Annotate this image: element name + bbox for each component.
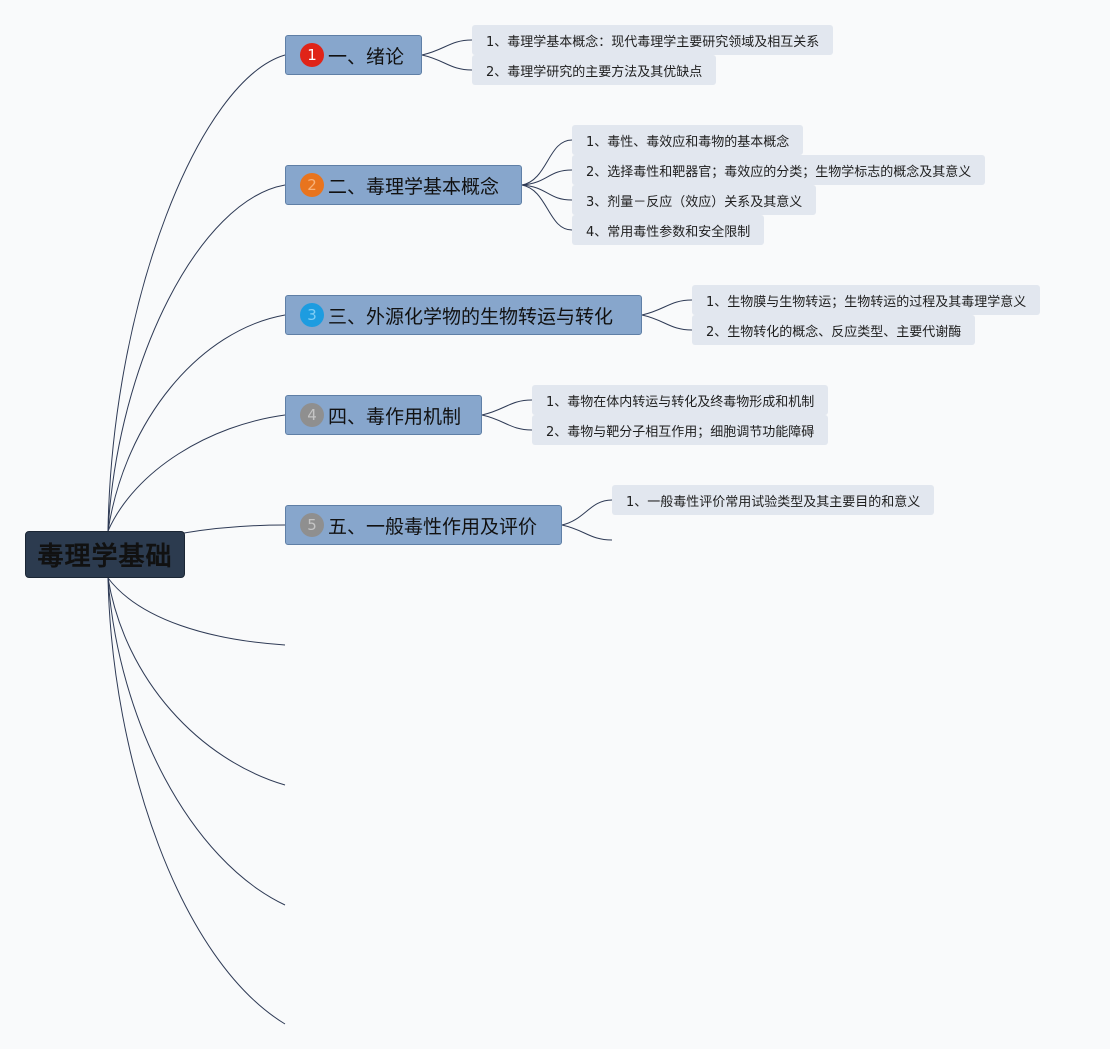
subtopic-label: 2、生物转化的概念、反应类型、主要代谢酶: [706, 324, 962, 340]
root-link-9: [107, 577, 286, 1025]
priority-5-icon: 5: [300, 513, 324, 537]
priority-1-icon: 1: [300, 43, 324, 67]
root-link-8: [107, 577, 286, 906]
root-link-3: [107, 314, 286, 532]
subtopic-2-2[interactable]: 2、选择毒性和靶器官；毒效应的分类；生物学标志的概念及其意义: [572, 155, 986, 185]
branch-topic-label: 二、毒理学基本概念: [328, 175, 500, 198]
branch-topic-label: 一、绪论: [328, 45, 405, 68]
subtopic-4-1[interactable]: 1、毒物在体内转运与转化及终毒物形成和机制: [532, 385, 829, 415]
subtopic-2-3[interactable]: 3、剂量－反应（效应）关系及其意义: [572, 185, 817, 215]
root-link-2: [107, 184, 286, 532]
subtopic-3-2[interactable]: 2、生物转化的概念、反应类型、主要代谢酶: [692, 315, 976, 345]
subtopic-5-1[interactable]: 1、一般毒性评价常用试验类型及其主要目的和意义: [612, 485, 935, 515]
branch-topic-1[interactable]: 1 一、绪论: [285, 35, 422, 75]
root-topic[interactable]: 毒理学基础: [25, 531, 185, 578]
subtopic-label: 1、生物膜与生物转运；生物转运的过程及其毒理学意义: [706, 294, 1027, 310]
subtopic-label: 1、一般毒性评价常用试验类型及其主要目的和意义: [626, 494, 921, 510]
branch-topic-3[interactable]: 3 三、外源化学物的生物转运与转化: [285, 295, 642, 335]
priority-3-icon: 3: [300, 303, 324, 327]
subtopic-2-1[interactable]: 1、毒性、毒效应和毒物的基本概念: [572, 125, 804, 155]
subtopic-2-4[interactable]: 4、常用毒性参数和安全限制: [572, 215, 765, 245]
branch-topic-2[interactable]: 2 二、毒理学基本概念: [285, 165, 522, 205]
branch-topic-5[interactable]: 5 五、一般毒性作用及评价: [285, 505, 562, 545]
subtopic-3-1[interactable]: 1、生物膜与生物转运；生物转运的过程及其毒理学意义: [692, 285, 1041, 315]
priority-4-icon: 4: [300, 403, 324, 427]
subtopic-label: 1、毒物在体内转运与转化及终毒物形成和机制: [546, 394, 815, 410]
subtopic-label: 1、毒理学基本概念：现代毒理学主要研究领域及相互关系: [486, 34, 820, 50]
root-link-7: [107, 577, 286, 786]
subtopic-label: 1、毒性、毒效应和毒物的基本概念: [586, 134, 790, 150]
subtopic-1-1[interactable]: 1、毒理学基本概念：现代毒理学主要研究领域及相互关系: [472, 25, 834, 55]
subtopic-1-2[interactable]: 2、毒理学研究的主要方法及其优缺点: [472, 55, 717, 85]
root-link-1: [107, 54, 286, 532]
subtopic-label: 3、剂量－反应（效应）关系及其意义: [586, 194, 803, 210]
root-link-4: [107, 414, 286, 532]
subtopic-label: 2、选择毒性和靶器官；毒效应的分类；生物学标志的概念及其意义: [586, 164, 972, 180]
root-link-6: [107, 577, 286, 646]
branch-topic-label: 四、毒作用机制: [328, 405, 462, 428]
subtopic-4-2[interactable]: 2、毒物与靶分子相互作用；细胞调节功能障碍: [532, 415, 829, 445]
subtopic-label: 2、毒物与靶分子相互作用；细胞调节功能障碍: [546, 424, 815, 440]
priority-2-icon: 2: [300, 173, 324, 197]
branch-topic-label: 五、一般毒性作用及评价: [328, 515, 538, 538]
branch-topic-label: 三、外源化学物的生物转运与转化: [328, 305, 614, 328]
branch-topic-4[interactable]: 4 四、毒作用机制: [285, 395, 482, 435]
subtopic-label: 2、毒理学研究的主要方法及其优缺点: [486, 64, 703, 80]
root-link-5: [183, 524, 286, 534]
root-topic-label: 毒理学基础: [37, 542, 173, 572]
subtopic-label: 4、常用毒性参数和安全限制: [586, 224, 751, 240]
